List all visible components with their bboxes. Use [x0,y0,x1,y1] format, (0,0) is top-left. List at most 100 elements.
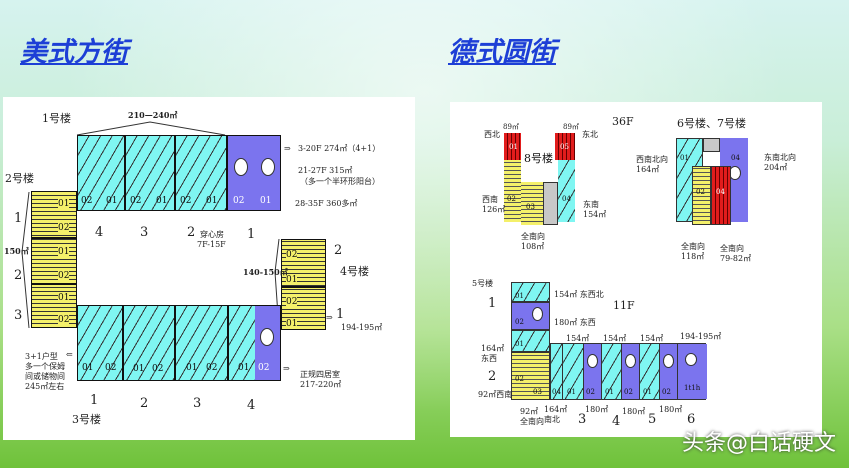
note: 108㎡ [521,242,545,251]
note: 164㎡ [636,165,660,174]
elevator-circle [663,354,674,368]
elevator-circle [532,307,543,321]
building-1-area: 210—240㎡ [128,110,178,120]
note: 180㎡ [585,405,609,414]
unit-label: 02 [180,196,192,206]
unit-block [601,344,621,399]
unit-label: 01 [106,196,118,206]
unit-number: 1 [90,393,99,408]
unit-block [282,286,325,288]
elevator-circle [234,158,248,176]
building-67-label: 6号楼、7号楼 [677,117,746,130]
unit-label: 02 [696,188,705,196]
note: 西南北向 [636,155,668,164]
unit-block [511,302,550,330]
note: 126㎡ [482,205,506,214]
unit-label: 01 [206,196,218,206]
unit-block [562,344,583,399]
elevator-circle [587,354,598,368]
unit-label: 1t1h [684,384,701,392]
unit-number: 3 [140,225,149,240]
unit-number: 3 [14,308,23,323]
note: 79-82㎡ [720,254,752,263]
note: 全南向 [681,242,705,251]
building-5-label: 5号楼 [472,279,494,288]
unit-block [703,138,720,152]
unit-block [555,133,575,160]
unit-number: 1 [14,211,23,226]
unit-block [504,133,521,160]
unit-block [122,306,174,380]
unit-number: 1 [336,307,345,322]
unit-block [32,283,76,285]
note: 全南向 [520,417,544,426]
note: 194-195㎡ [341,323,383,332]
note: （多一个半环形阳台） [300,177,380,186]
unit-number: 4 [612,414,621,429]
unit-block [639,344,659,399]
unit-label: 01 [58,199,70,209]
unit-block [543,182,558,225]
unit-block [32,237,76,239]
unit-block [227,306,255,380]
note: 全南向 [720,244,744,253]
unit-block [511,282,550,302]
unit-label: 02 [81,196,93,206]
unit-label: 03 [526,203,535,211]
note: 154㎡ [583,210,607,219]
unit-label: 01 [286,319,298,329]
note: 正规四居室 [300,370,340,379]
unit-block [124,136,174,210]
note: 穿心房 [200,230,224,239]
unit-block [551,344,562,399]
note: 217-220㎡ [300,380,342,389]
unit-label: 04 [716,188,725,196]
unit-label: 02 [507,195,516,203]
unit-label: 04 [562,195,571,203]
arrow-icon: ⇒ [283,364,290,373]
unit-block [511,330,550,352]
unit-block [521,182,543,225]
note: 154㎡ [566,334,590,343]
unit-label: 02 [58,271,70,281]
unit-label: 01 [238,363,250,373]
note: 3+1户型 [25,352,58,361]
building-4-label: 4号楼 [340,265,369,278]
unit-label: 01 [680,154,689,162]
floors-label: 36F [612,115,634,128]
unit-label: 01 [58,247,70,257]
unit-block [711,166,731,225]
unit-label: 02 [258,363,270,373]
note: 194-195㎡ [680,332,722,341]
unit-label: 01 [260,196,272,206]
unit-block [78,136,124,210]
unit-label: 02 [515,318,524,326]
unit-number: 2 [488,369,497,384]
unit-block [511,352,550,400]
floors-label: 11F [613,299,635,312]
note: 3-20F 274㎡（4+1） [298,144,381,153]
note: 92㎡ [520,407,539,416]
unit-label: 01 [186,363,198,373]
building-3: 01 02 01 02 01 02 01 02 [77,305,281,381]
unit-label: 02 [152,364,164,374]
note: 21-27F 315㎡ [298,166,353,175]
unit-number: 2 [140,396,149,411]
unit-label: 01 [515,292,524,300]
building-5-column: 01 02 01 02 03 [511,282,550,400]
unit-label: 05 [560,143,569,151]
title-american-street: 美式方街 [20,37,128,68]
note: 89㎡ [503,123,519,131]
note: 间或储物间 [25,372,65,381]
unit-label: 01 [567,388,576,396]
unit-number: 4 [247,398,256,413]
elevator-circle [685,353,697,366]
note: 东南北向 [764,153,796,162]
building-8: 01 8号楼 05 02 03 04 [504,133,576,225]
unit-label: 01 [286,275,298,285]
note: 东南 [583,200,599,209]
arrow-icon: ⇒ [284,144,291,153]
unit-label: 02 [286,250,298,260]
unit-label: 01 [156,196,168,206]
note: 180㎡ [622,407,646,416]
